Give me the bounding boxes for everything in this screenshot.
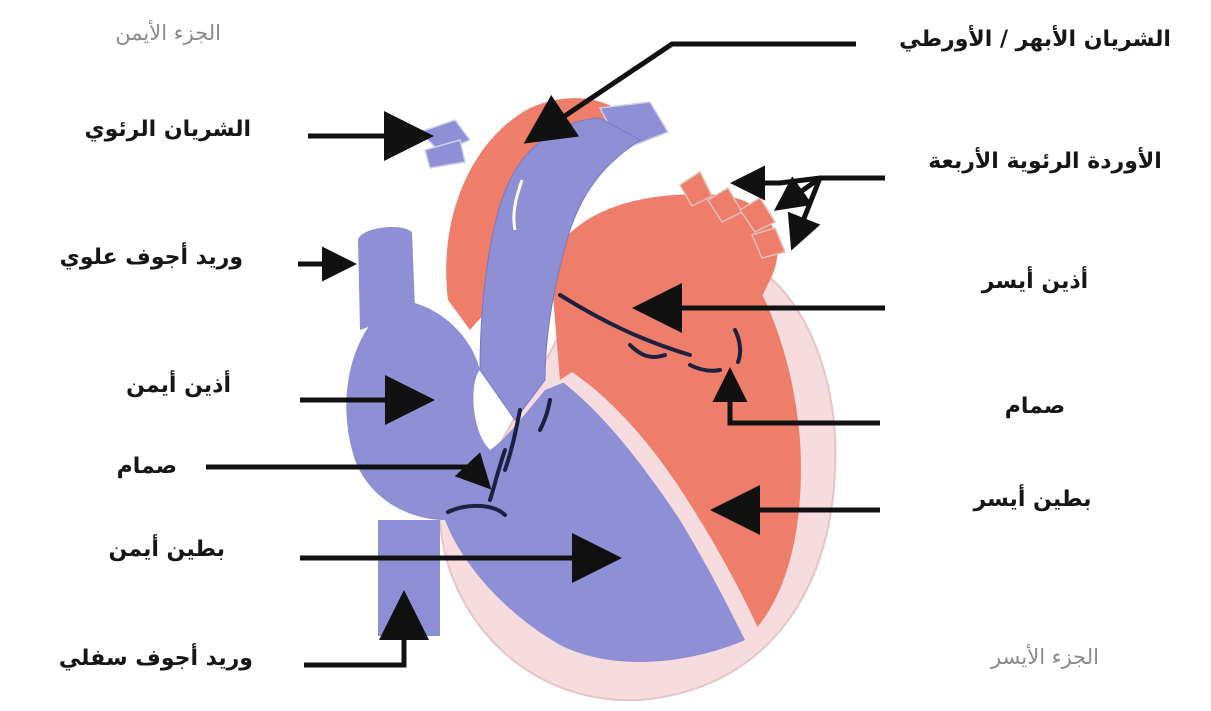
label-left-atrium: أذين أيسر — [960, 270, 1110, 294]
left-side-label: الجزء الأيسر — [950, 646, 1140, 669]
label-right-valve: صمام — [117, 455, 177, 479]
label-inferior-vena-cava: وريد أجوف سفلي — [59, 647, 253, 671]
label-left-valve: صمام — [975, 395, 1095, 419]
label-pulmonary-artery: الشريان الرئوي — [84, 118, 251, 142]
label-pulmonary-veins: الأوردة الرئوية الأربعة — [895, 150, 1195, 174]
label-aorta: الشريان الأبهر / الأورطي — [870, 28, 1200, 52]
label-right-ventricle: بطين أيمن — [109, 538, 225, 562]
right-side-label: الجزء الأيمن — [115, 22, 221, 45]
label-left-ventricle: بطين أيسر — [950, 488, 1115, 512]
inferior-vena-cava-shape — [378, 520, 440, 636]
label-superior-vena-cava: وريد أجوف علوي — [60, 246, 243, 270]
label-right-atrium: أذين أيمن — [126, 374, 231, 398]
